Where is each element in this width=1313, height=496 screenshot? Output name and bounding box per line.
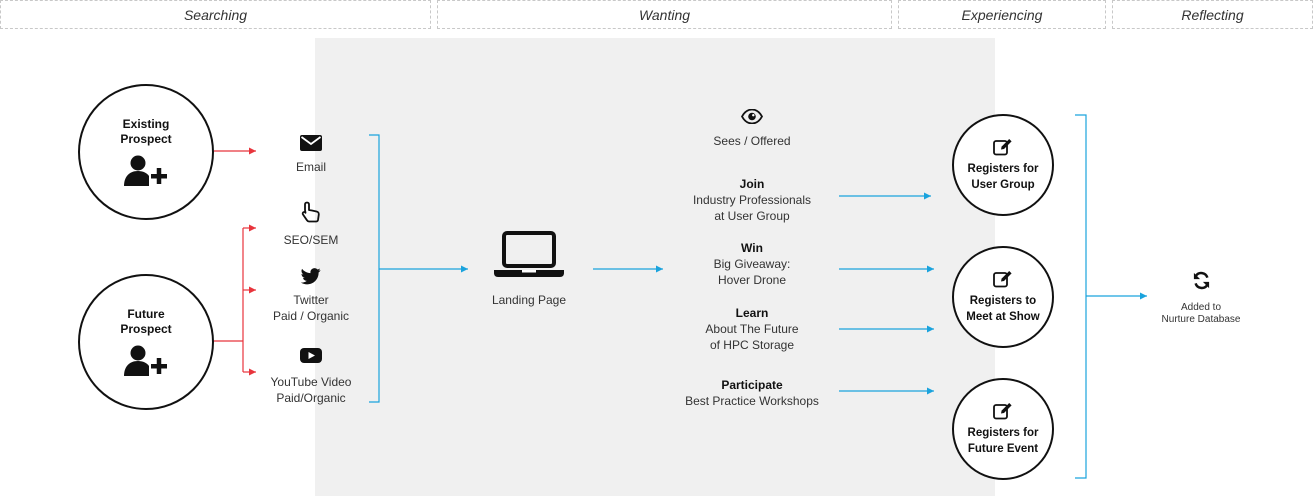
laptop-icon: [494, 231, 564, 277]
offer-sees: Sees / Offered: [713, 134, 791, 148]
youtube-play-icon: [300, 348, 322, 363]
edit-icon: [993, 270, 1012, 287]
channels-bracket: [369, 134, 380, 403]
edit-icon: [993, 138, 1012, 155]
phase-searching: Searching: [0, 0, 431, 29]
twitter-bird-icon: [301, 268, 321, 285]
channel-seo-label: SEO/SEM: [283, 233, 339, 247]
refresh-icon: [1193, 271, 1210, 290]
eye-icon: [741, 109, 763, 124]
landing-page-label: Landing Page: [491, 293, 567, 307]
offer-participate: Participate Best Practice Workshops: [685, 378, 819, 408]
phase-wanting: Wanting: [437, 0, 892, 29]
add-user-icon: [124, 345, 167, 376]
add-user-icon: [124, 155, 167, 186]
envelope-icon: [300, 135, 322, 151]
edit-icon: [993, 402, 1012, 419]
pointer-hand-icon: [301, 201, 320, 223]
phase-experiencing: Experiencing: [898, 0, 1106, 29]
wanting-panel: [315, 38, 995, 496]
channel-email-label: Email: [295, 160, 326, 174]
offer-win: Win Big Giveaway:Hover Drone: [713, 241, 791, 287]
registers-bracket: [1075, 114, 1087, 479]
